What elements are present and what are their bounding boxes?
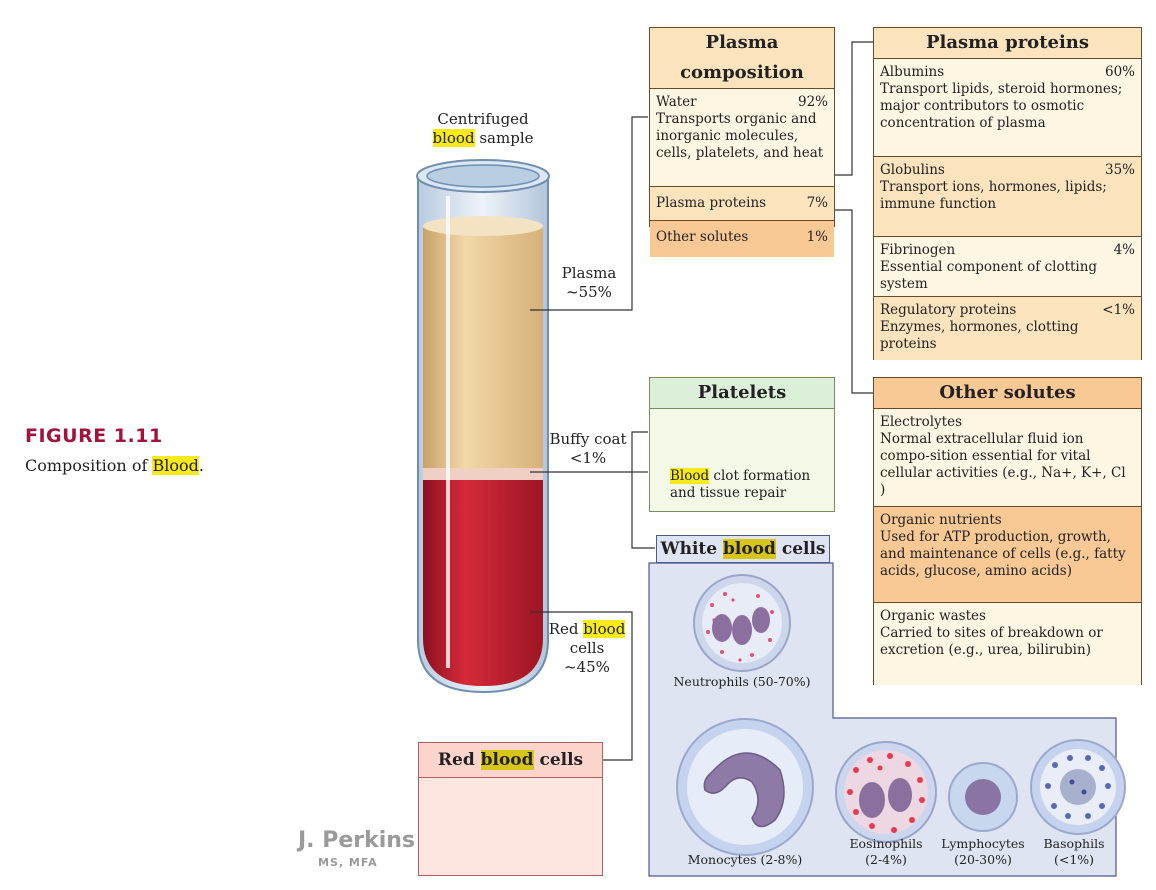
red-blood-cells-box: Red blood cells [418, 742, 603, 876]
eosinophils-caption: Eosinophils (2-4%) [849, 836, 923, 867]
test-tube [416, 159, 550, 694]
buffy-coat-label: Buffy coat <1% [549, 430, 627, 467]
neutrophil-cell [693, 574, 791, 672]
neutrophils-caption: Neutrophils (50-70%) [673, 674, 811, 689]
wbc-title: White blood cells [656, 535, 830, 563]
monocyte-cell [676, 718, 814, 856]
red-cells-label: Red blood cells ~45% [548, 620, 626, 676]
platelets-box: Platelets Blood clot formation and tissu… [649, 377, 835, 512]
lymphocytes-caption: Lymphocytes (20-30%) [941, 836, 1025, 867]
basophils-caption: Basophils (<1%) [1043, 836, 1105, 867]
regulatory-proteins-row: Regulatory proteins<1% Enzymes, hormones… [874, 297, 1141, 360]
other-solutes-title: Other solutes [874, 378, 1141, 409]
artist-credentials: MS, MFA [318, 856, 378, 869]
plasma-layer [423, 219, 543, 478]
organic-nutrients-row: Organic nutrients Used for ATP productio… [874, 507, 1141, 603]
electrolytes-row: Electrolytes Normal extracellular fluid … [874, 409, 1141, 507]
platelets-title: Platelets [650, 378, 834, 409]
platelets-description: Blood clot formation and tissue repair [670, 468, 811, 501]
buffy-coat-layer [423, 468, 543, 482]
organic-wastes-row: Organic wastes Carried to sites of break… [874, 603, 1141, 685]
red-blood-cells-title: Red blood cells [419, 743, 602, 778]
red-cell-layer [423, 480, 543, 686]
tube-title: Centrifuged blood sample [432, 110, 534, 147]
lymphocyte-cell [948, 762, 1018, 832]
eosinophil-cell [835, 741, 937, 843]
monocytes-caption: Monocytes (2-8%) [687, 852, 803, 867]
figure-number: FIGURE 1.11 [25, 425, 163, 447]
plasma-label: Plasma ~55% [561, 264, 617, 301]
figure-caption: Composition of Blood. [25, 456, 204, 475]
plasma-proteins-title: Plasma proteins [874, 28, 1141, 59]
other-solutes-box: Other solutes Electrolytes Normal extrac… [873, 377, 1142, 685]
plasma-composition-title: Plasma composition [650, 28, 834, 89]
artist-signature: J. Perkins [298, 828, 416, 853]
basophil-cell [1030, 739, 1126, 835]
